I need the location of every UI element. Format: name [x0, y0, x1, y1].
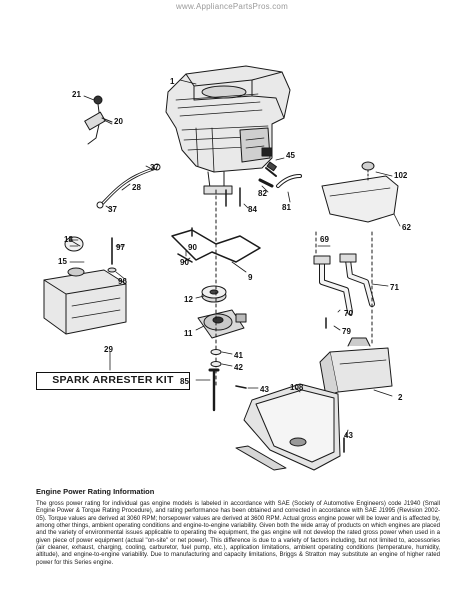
callout-15: 15 — [58, 257, 67, 266]
engine-bolts — [225, 161, 302, 207]
callout-108: 108 — [290, 383, 304, 392]
callout-43-left: 43 — [260, 385, 269, 394]
callout-81: 81 — [282, 203, 291, 212]
exhaust-pipes — [313, 231, 375, 347]
engine-shroud — [235, 383, 341, 471]
heat-shield — [321, 161, 399, 223]
callout-41: 41 — [234, 351, 243, 360]
callout-71: 71 — [390, 283, 399, 292]
crankshaft-hardware — [208, 189, 345, 453]
callout-62: 62 — [402, 223, 411, 232]
leader-lines — [69, 79, 401, 437]
control-cable — [84, 95, 113, 145]
callout-37-bottom: 37 — [108, 205, 117, 214]
callout-37-top: 37 — [150, 163, 159, 172]
electric-clutch — [197, 309, 247, 339]
callout-79: 79 — [342, 327, 351, 336]
callout-82: 82 — [258, 189, 267, 198]
callout-18: 18 — [64, 235, 73, 244]
engine — [165, 65, 291, 195]
fuel-line — [96, 163, 161, 209]
callout-69: 69 — [320, 235, 329, 244]
callout-9: 9 — [248, 273, 253, 282]
callout-90-bottom: 90 — [180, 258, 189, 267]
muffler — [319, 337, 393, 397]
watermark: www.AppliancePartsPros.com — [176, 2, 288, 11]
callout-42: 42 — [234, 363, 243, 372]
callout-29: 29 — [104, 345, 113, 354]
callout-45: 45 — [286, 151, 295, 160]
callout-20: 20 — [114, 117, 123, 126]
callout-102: 102 — [394, 171, 408, 180]
tank-bracket — [171, 227, 261, 263]
power-rating-title: Engine Power Rating Information — [36, 487, 155, 496]
callout-numbers: 1 2 9 11 12 15 18 20 21 28 29 37 37 41 4… — [58, 77, 411, 440]
callout-85: 85 — [180, 377, 189, 386]
power-rating-body: The gross power rating for individual ga… — [36, 500, 440, 566]
callout-28: 28 — [132, 183, 141, 192]
spark-arrester-kit-label: SPARK ARRESTER KIT — [36, 372, 190, 390]
fuel-tank — [43, 236, 127, 335]
callout-90-top: 90 — [188, 243, 197, 252]
callout-2: 2 — [398, 393, 403, 402]
callout-96: 96 — [118, 277, 127, 286]
callout-12: 12 — [184, 295, 193, 304]
pulley — [201, 285, 227, 303]
callout-84: 84 — [248, 205, 257, 214]
callout-97: 97 — [116, 243, 125, 252]
callout-43-right: 43 — [344, 431, 353, 440]
callout-21: 21 — [72, 90, 81, 99]
callout-11: 11 — [184, 329, 193, 338]
callout-1: 1 — [170, 77, 175, 86]
callout-70: 70 — [344, 309, 353, 318]
